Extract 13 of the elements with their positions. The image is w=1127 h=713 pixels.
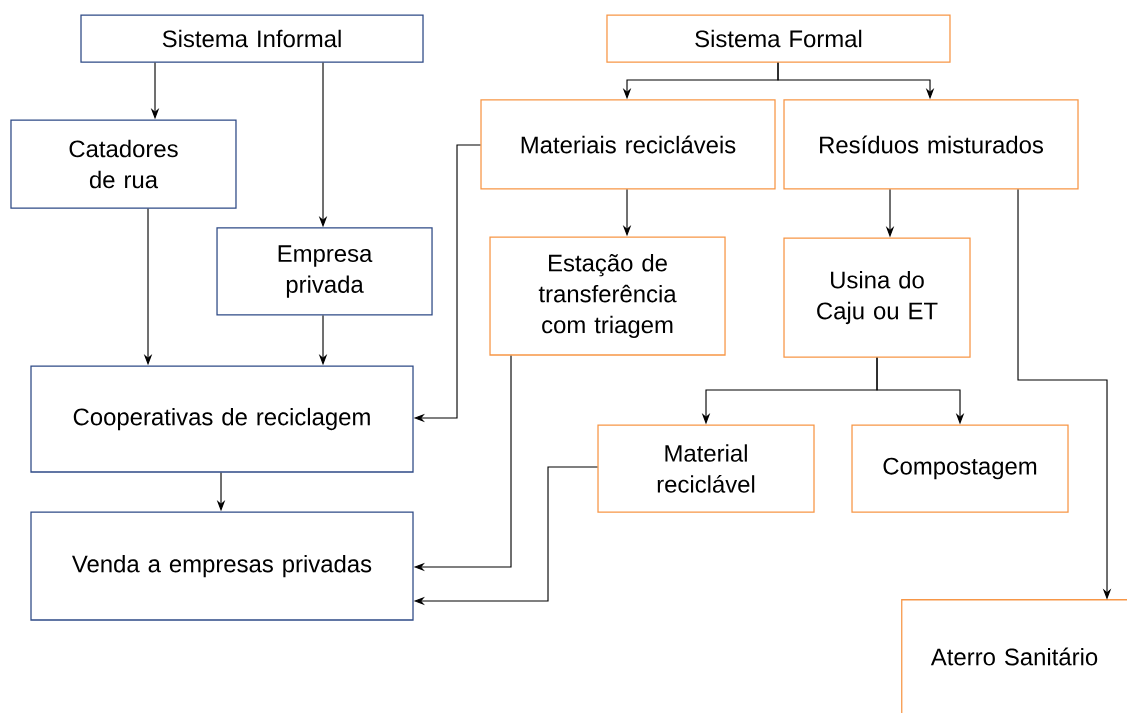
process-box: Resíduos misturados <box>783 99 1079 190</box>
process-box: Usina do Caju ou ET <box>783 237 971 358</box>
process-box: Materiais recicláveis <box>480 99 776 190</box>
process-box: Compostagem <box>851 424 1069 513</box>
process-box: Sistema Formal <box>606 14 951 63</box>
process-box: Estação de transferência com triagem <box>489 236 726 356</box>
process-box: Aterro Sanitário <box>901 599 1127 713</box>
process-box: Venda a empresas privadas <box>30 511 414 621</box>
process-box: Cooperativas de reciclagem <box>30 365 414 473</box>
process-box: Sistema Informal <box>80 14 424 63</box>
process-box: Empresa privada <box>216 227 433 316</box>
process-box: Material reciclável <box>597 424 815 513</box>
process-box: Catadores de rua <box>10 119 237 209</box>
